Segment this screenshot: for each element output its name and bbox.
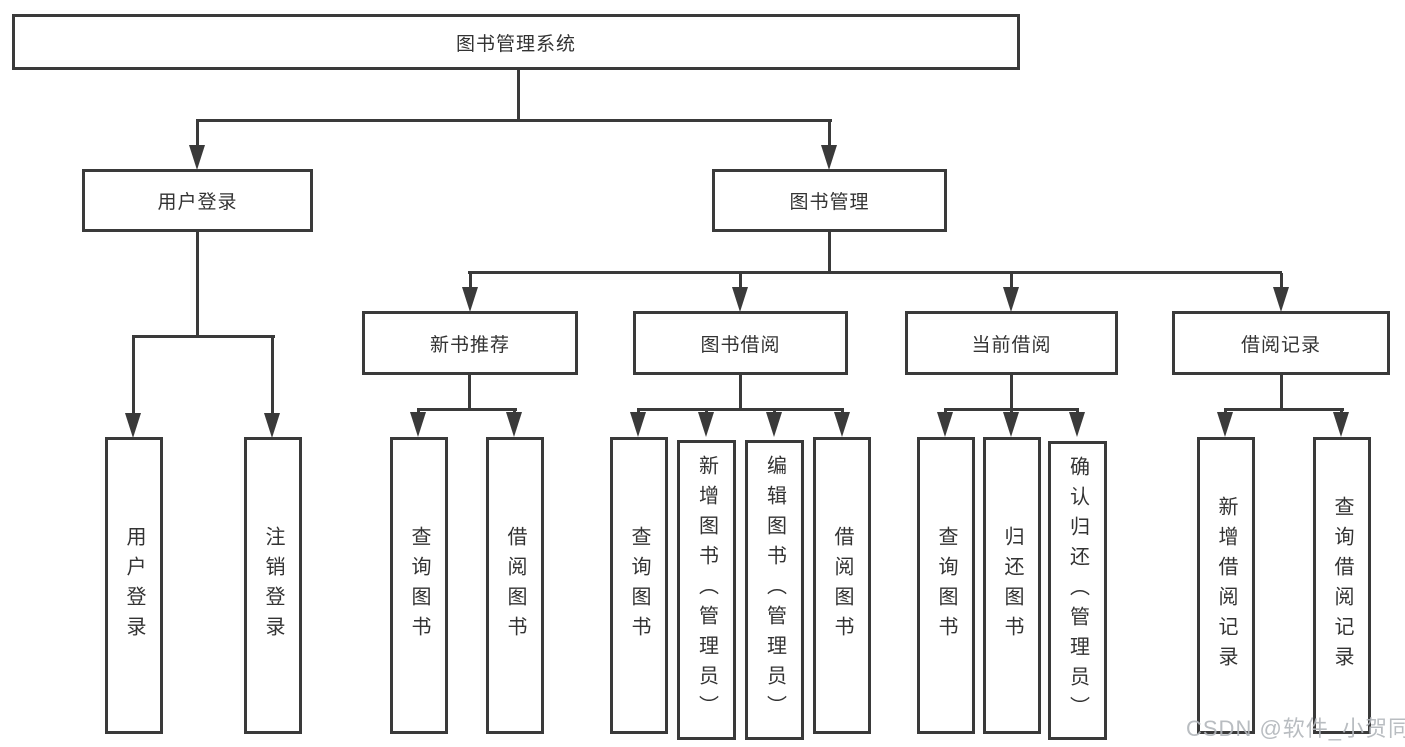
box-book-borrow: 图书借阅 [633, 311, 848, 375]
connector-line [637, 408, 844, 411]
box-leaf-return-book: 归还图书 [983, 437, 1041, 734]
arrow-down-icon [937, 412, 953, 437]
box-label: 借阅图书 [831, 525, 853, 646]
box-leaf-query-books-borrow: 查询图书 [610, 437, 668, 734]
connector-line [739, 273, 742, 289]
arrow-down-icon [834, 412, 850, 437]
connector-line [828, 230, 831, 273]
connector-line [944, 408, 1079, 411]
connector-line [1010, 273, 1013, 289]
box-new-book-recommend: 新书推荐 [362, 311, 578, 375]
arrow-down-icon [1003, 287, 1019, 312]
arrow-down-icon [1273, 287, 1289, 312]
arrow-down-icon [1069, 412, 1085, 437]
connector-line [132, 335, 275, 338]
connector-line [517, 67, 520, 121]
connector-line [417, 408, 517, 411]
box-label: 用户登录 [123, 525, 145, 646]
box-leaf-query-books-recommend: 查询图书 [390, 437, 448, 734]
box-borrow-records: 借阅记录 [1172, 311, 1390, 375]
box-leaf-logout: 注销登录 [244, 437, 302, 734]
arrow-down-icon [766, 412, 782, 437]
box-user-login-group: 用户登录 [82, 169, 313, 232]
arrow-down-icon [462, 287, 478, 312]
box-current-borrow: 当前借阅 [905, 311, 1118, 375]
connector-line [1280, 373, 1283, 410]
connector-line [196, 121, 199, 147]
box-label: 查询借阅记录 [1331, 495, 1353, 676]
box-label: 图书借阅 [700, 334, 781, 356]
connector-line [271, 337, 274, 415]
connector-line [132, 337, 135, 415]
box-leaf-confirm-return-admin: 确认归还（管理员） [1048, 441, 1107, 740]
box-label: 借阅图书 [504, 525, 526, 646]
box-library-management-system: 图书管理系统 [12, 14, 1020, 70]
arrow-down-icon [1217, 412, 1233, 437]
box-label: 当前借阅 [971, 334, 1052, 356]
arrow-down-icon [410, 412, 426, 437]
connector-line [1010, 373, 1013, 410]
connector-line [469, 273, 472, 289]
box-leaf-query-borrow-record: 查询借阅记录 [1313, 437, 1371, 734]
box-leaf-query-books-current: 查询图书 [917, 437, 975, 734]
arrow-down-icon [125, 413, 141, 438]
box-leaf-borrow-books: 借阅图书 [813, 437, 871, 734]
arrow-down-icon [1003, 412, 1019, 437]
arrow-down-icon [698, 412, 714, 437]
box-label: 新书推荐 [429, 334, 510, 356]
connector-line [1280, 273, 1283, 289]
arrow-down-icon [630, 412, 646, 437]
box-leaf-add-borrow-record: 新增借阅记录 [1197, 437, 1255, 734]
connector-line [468, 373, 471, 410]
box-label: 新增借阅记录 [1215, 495, 1237, 676]
box-leaf-add-book-admin: 新增图书（管理员） [677, 440, 736, 740]
box-label: 借阅记录 [1240, 334, 1321, 356]
arrow-down-icon [506, 412, 522, 437]
box-label: 查询图书 [408, 525, 430, 646]
arrow-down-icon [821, 145, 837, 170]
box-label: 确认归还（管理员） [1066, 455, 1089, 726]
box-leaf-edit-book-admin: 编辑图书（管理员） [745, 440, 804, 740]
csdn-watermark: CSDN @软件_小贺同学 [1186, 716, 1405, 741]
box-leaf-borrow-books-recommend: 借阅图书 [486, 437, 544, 734]
connector-line [739, 373, 742, 410]
box-leaf-user-login: 用户登录 [105, 437, 163, 734]
arrow-down-icon [732, 287, 748, 312]
box-label: 编辑图书（管理员） [763, 455, 786, 725]
connector-line [1224, 408, 1344, 411]
connector-line [196, 230, 199, 337]
box-label: 查询图书 [935, 525, 957, 646]
arrow-down-icon [264, 413, 280, 438]
box-label: 归还图书 [1001, 525, 1023, 646]
box-label: 注销登录 [262, 525, 284, 646]
box-label: 图书管理 [789, 192, 870, 213]
box-label: 查询图书 [628, 525, 650, 646]
connector-line [468, 271, 1282, 274]
box-label: 用户登录 [157, 192, 238, 213]
connector-line [828, 121, 831, 147]
box-label: 新增图书（管理员） [695, 455, 718, 725]
arrow-down-icon [189, 145, 205, 170]
box-book-management-group: 图书管理 [712, 169, 947, 232]
arrow-down-icon [1333, 412, 1349, 437]
connector-line [196, 119, 832, 122]
box-label: 图书管理系统 [455, 33, 576, 55]
